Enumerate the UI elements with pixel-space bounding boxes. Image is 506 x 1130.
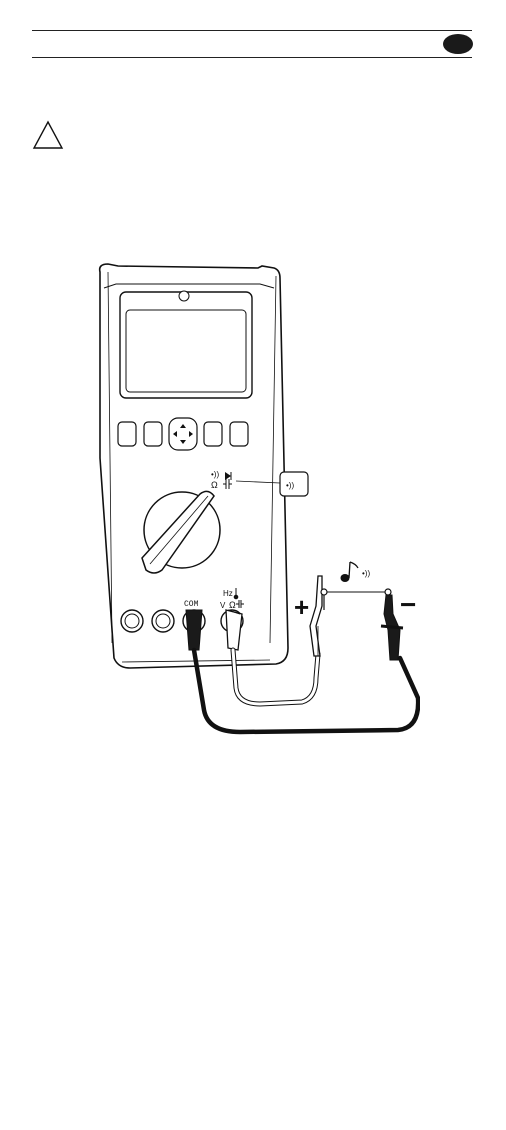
language-badge: [443, 34, 473, 54]
multimeter-continuity-diagram: •)) Ω •)) COM Hz V Ω: [80, 258, 420, 738]
hz-jack-label: Hz: [223, 589, 233, 598]
beep-sound-icon: •)): [362, 569, 370, 578]
arrow-pad[interactable]: [169, 418, 197, 450]
plus-symbol: +: [294, 592, 309, 622]
positive-probe: [310, 576, 327, 656]
continuity-button-callout: •)): [280, 472, 308, 496]
beep-note-icon: •)): [341, 562, 371, 582]
warning-triangle-icon: [32, 120, 64, 150]
softkey-2[interactable]: [144, 422, 162, 446]
ohm-function-label: Ω: [211, 480, 218, 490]
v-jack-label: V: [220, 601, 226, 610]
com-jack-label: COM: [184, 600, 199, 609]
header-bottom-rule: [32, 57, 472, 58]
softkey-1[interactable]: [118, 422, 136, 446]
ohm-jack-label: Ω: [229, 600, 236, 610]
softkey-3[interactable]: [204, 422, 222, 446]
continuity-sound-icon: •)): [211, 470, 219, 479]
header-top-rule: [32, 30, 472, 31]
softkey-4[interactable]: [230, 422, 248, 446]
lcd-display: [120, 291, 252, 398]
continuity-sound-icon: •)): [286, 481, 294, 490]
minus-symbol: −: [400, 589, 416, 620]
